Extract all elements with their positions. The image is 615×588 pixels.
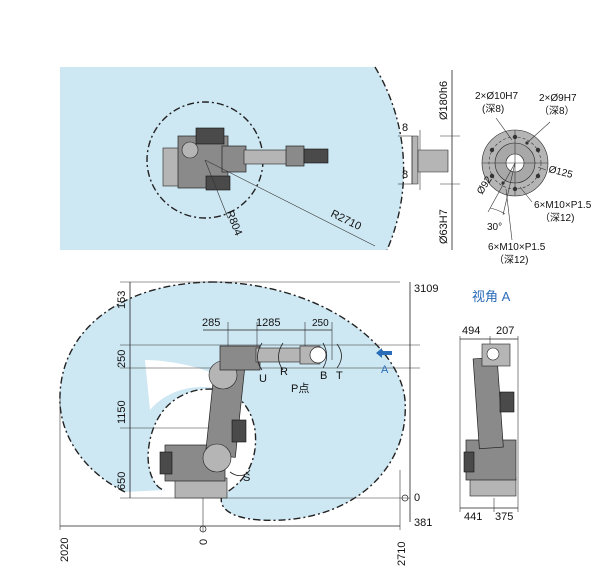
dim-207: 207 xyxy=(496,325,514,337)
tap-2-label: 6×M10×P1.5 xyxy=(488,242,546,253)
pin-2-depth: （深8） xyxy=(539,105,575,117)
dim-1285: 1285 xyxy=(256,317,280,329)
dim-153: 153 xyxy=(116,291,128,309)
dim-250-vertical: 250 xyxy=(116,350,128,368)
axis-t-label: T xyxy=(336,370,343,382)
depth-min-label: 381 xyxy=(414,517,432,529)
top-robot xyxy=(162,127,329,191)
pin-2-label: 2×Ø9H7 xyxy=(539,93,577,104)
axis-p-label: P点 xyxy=(291,382,309,395)
top-view: R2710 R804 xyxy=(60,66,405,251)
side-robot xyxy=(159,345,327,499)
reach-zero-label: 0 xyxy=(198,539,210,545)
side-outer-envelope xyxy=(209,281,406,521)
axis-b-label: B xyxy=(320,370,327,382)
tap-2-depth: （深12) xyxy=(494,254,528,266)
dim-441: 441 xyxy=(464,511,482,523)
axis-u-label: U xyxy=(259,373,267,385)
top-outer-envelope xyxy=(374,66,405,251)
pin-1-depth: (深8) xyxy=(482,103,504,115)
side-work-zone xyxy=(59,282,406,521)
dim-650: 650 xyxy=(116,472,128,490)
flange-thickness-2: 8 xyxy=(402,169,408,181)
tap-1-depth: （深12) xyxy=(540,212,574,224)
tap-1-label: 6×M10×P1.5 xyxy=(534,200,592,211)
view-a: 视角 A 494 207 441 375 xyxy=(459,289,519,523)
angle-label: 30° xyxy=(487,222,502,233)
reach-front-label: 2710 xyxy=(396,542,408,566)
axis-r-label: R xyxy=(280,366,288,378)
view-a-robot xyxy=(463,343,517,497)
dim-375: 375 xyxy=(495,511,513,523)
flange-detail: Ø180h6 Ø63H7 8 8 2×Ø10H7 (深8) 2×Ø9H7 （深8… xyxy=(398,70,592,266)
height-zero-label: 0 xyxy=(414,492,420,504)
flange-shaft-dia: Ø180h6 xyxy=(438,81,450,120)
dim-250-horizontal: 250 xyxy=(312,318,329,329)
dim-1150: 1150 xyxy=(116,400,128,424)
view-a-title: 视角 A xyxy=(472,289,511,304)
flange-thickness-1: 8 xyxy=(402,122,408,134)
pin-1-label: 2×Ø10H7 xyxy=(475,91,519,102)
height-max-label: 3109 xyxy=(414,283,438,295)
flange-bore-dia: Ø63H7 xyxy=(438,209,450,244)
dim-285: 285 xyxy=(202,317,220,329)
reach-back-label: 2020 xyxy=(59,538,71,562)
view-a-arrow xyxy=(376,348,392,358)
dim-494: 494 xyxy=(462,325,480,337)
view-a-marker: A xyxy=(381,364,389,376)
side-view: 153 250 1150 650 285 1285 250 U R P点 B T… xyxy=(59,281,438,566)
axis-s-label: S xyxy=(243,472,250,484)
pcd-outer-label: Ø125 xyxy=(547,164,574,181)
